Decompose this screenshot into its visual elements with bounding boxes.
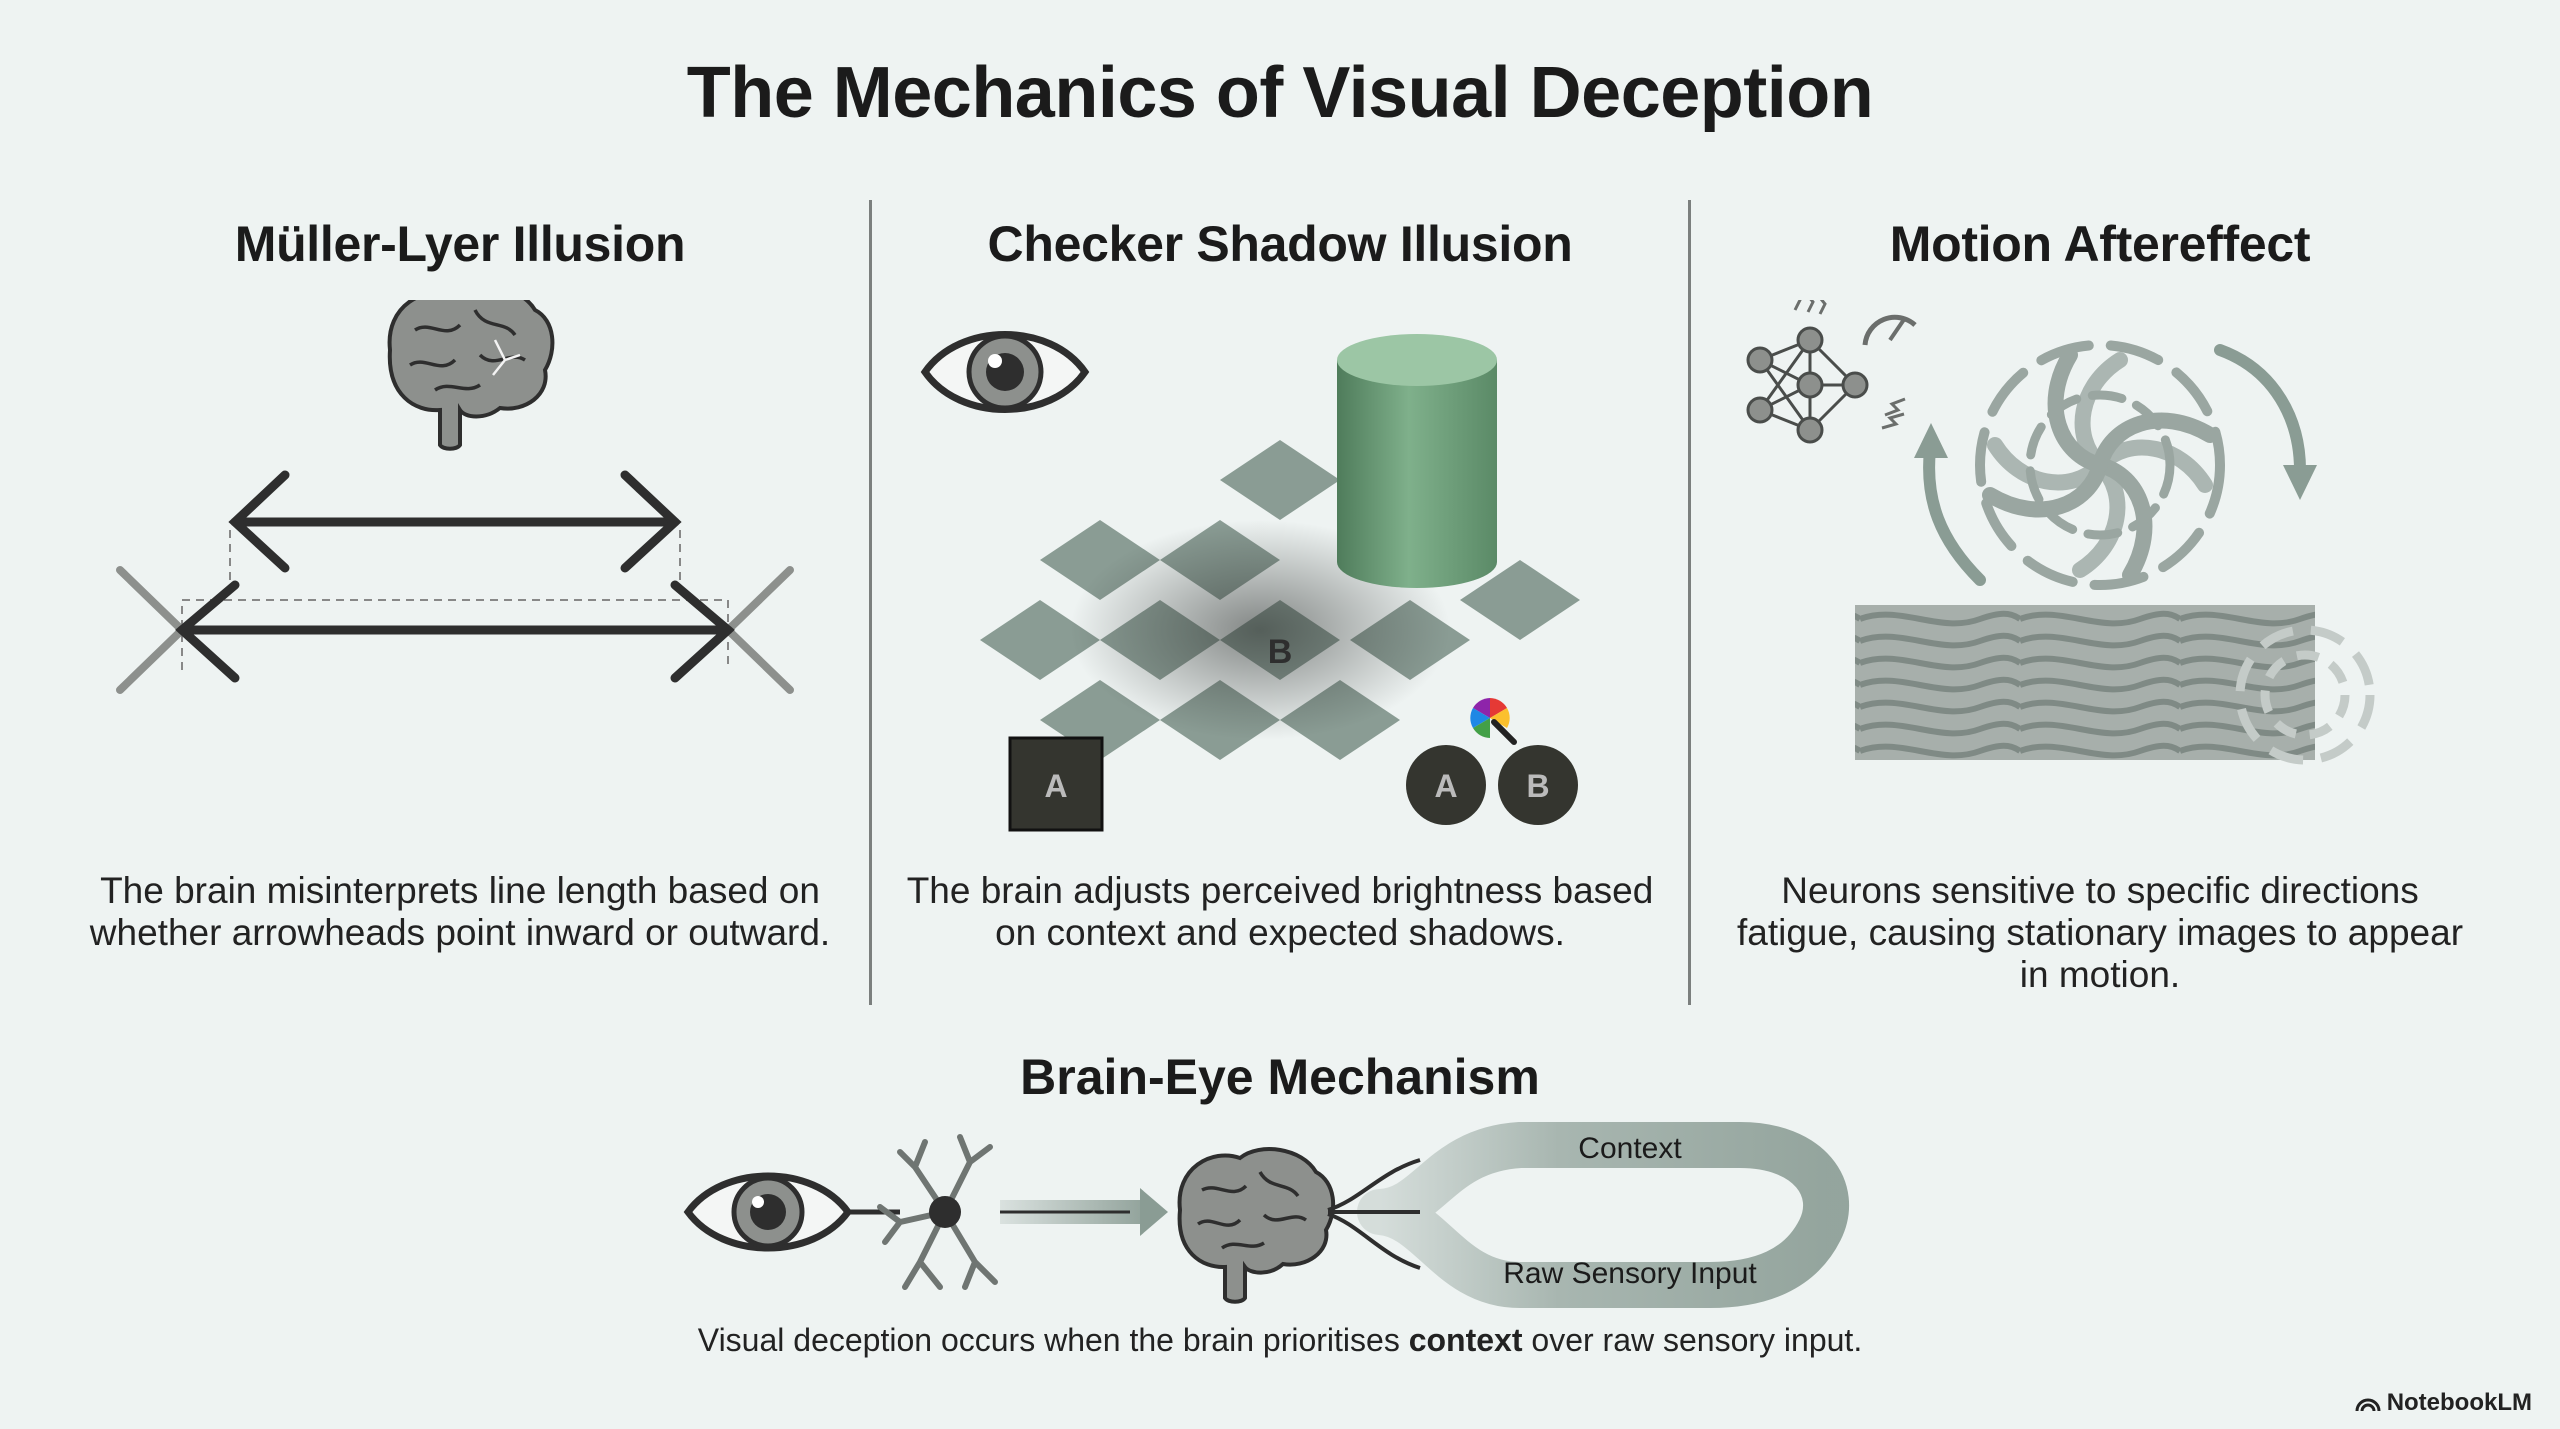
divider-right (1688, 200, 1691, 1005)
stationary-wave-pattern (1855, 605, 2315, 760)
panel-muller-lyer: Müller-Lyer Illusion (60, 205, 860, 1015)
checker-shadow-illustration: B A A B (920, 331, 1580, 832)
mechanism-diagram: Context Raw Sensory Input (683, 1122, 1849, 1308)
panel-heading-motion-aftereffect: Motion Aftereffect (1889, 216, 2311, 272)
caption-text-end: over raw sensory input. (1522, 1322, 1863, 1358)
swatch-a-square-label: A (1044, 768, 1067, 804)
panel-heading-checker-shadow: Checker Shadow Illusion (987, 216, 1573, 272)
upper-arrow (228, 470, 682, 573)
brand-label: NotebookLM (2386, 1389, 2532, 1416)
context-loop (1327, 1122, 1849, 1308)
muller-lyer-illustration (116, 300, 794, 694)
lower-arrow (116, 566, 794, 694)
rotation-arrows (1914, 344, 2317, 586)
caption-text-start: Visual deception occurs when the brain p… (697, 1322, 1409, 1358)
panel-checker-shadow: Checker Shadow Illusion (880, 205, 1680, 1015)
divider-left (869, 200, 872, 1005)
swatch-b-circle-label: B (1526, 768, 1549, 804)
brain-icon (387, 300, 555, 451)
panel-description-checker-shadow: The brain adjusts perceived brightness b… (906, 870, 1654, 953)
context-label: Context (1578, 1132, 1682, 1165)
eye-icon (920, 331, 1090, 413)
mechanism-caption: Visual deception occurs when the brain p… (0, 1322, 2560, 1359)
fatigue-spark-icon (1793, 300, 1906, 430)
panel-heading-muller-lyer: Müller-Lyer Illusion (234, 216, 686, 272)
swatch-a-circle-label: A (1434, 768, 1457, 804)
spiral-icon (1975, 340, 2225, 590)
mechanism-brain-icon (1177, 1147, 1336, 1304)
panel-description-motion-aftereffect: Neurons sensitive to specific directions… (1736, 870, 2464, 995)
faded-spiral-icon (2235, 625, 2375, 765)
swatch-a-circle (1406, 745, 1486, 825)
mechanism-heading: Brain-Eye Mechanism (1020, 1049, 1540, 1105)
neural-network-icon (1746, 326, 1869, 444)
motion-aftereffect-illustration (1746, 300, 2375, 765)
page-title: The Mechanics of Visual Deception (686, 53, 1874, 133)
panel-motion-aftereffect: Motion Aftereffect (1700, 205, 2500, 1015)
mechanism-eye-icon (683, 1172, 853, 1252)
signal-arrowhead (1140, 1188, 1168, 1236)
notebooklm-brand: NotebookLM (2355, 1389, 2532, 1417)
neuron-icon (877, 1134, 998, 1290)
caption-emphasis: context (1408, 1322, 1523, 1358)
raw-sensory-input-label: Raw Sensory Input (1503, 1257, 1757, 1290)
notebooklm-logo-icon (2355, 1398, 2381, 1412)
checker-label-b: B (1268, 633, 1293, 671)
gauge-icon (1862, 314, 1917, 346)
panel-description-muller-lyer: The brain misinterprets line length base… (89, 870, 831, 953)
swatch-b-circle (1498, 745, 1578, 825)
color-wheel-icon (1470, 698, 1517, 745)
green-cylinder (1337, 334, 1497, 588)
swatch-a-square (1008, 736, 1104, 832)
